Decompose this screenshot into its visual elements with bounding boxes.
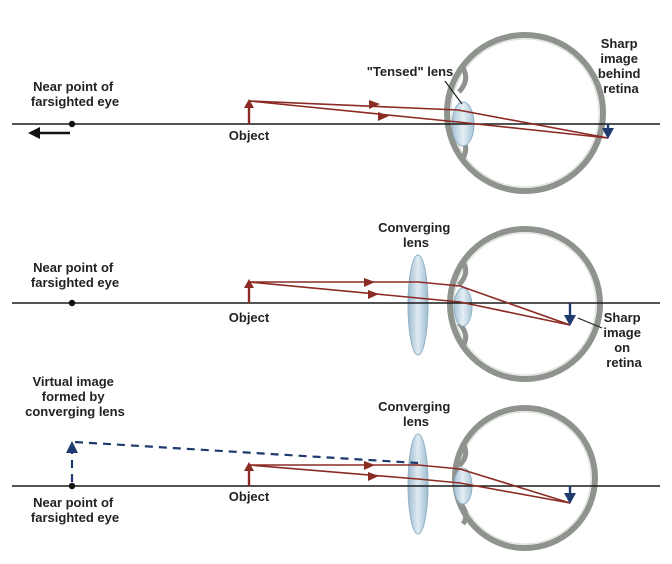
ray-arrow-icon <box>364 461 375 470</box>
image-arrowhead-icon <box>564 315 576 326</box>
eye <box>452 405 598 551</box>
ray-arrow-icon <box>368 472 379 481</box>
near-point-label: Near point of farsighted eye <box>31 79 119 109</box>
ray-bottom <box>248 100 609 139</box>
object-label: Object <box>229 489 270 504</box>
near-point-dot <box>68 120 76 128</box>
near-point-dot <box>68 299 76 307</box>
eye <box>444 32 606 194</box>
lens-label-pointer <box>444 80 463 105</box>
object-arrowhead-icon <box>244 462 254 471</box>
ray-arrow-icon <box>368 290 379 299</box>
ray-bottom <box>248 281 571 326</box>
ray-top <box>249 281 571 326</box>
converging-lens <box>407 254 429 356</box>
converging-lens-label: Converging lens <box>378 399 454 429</box>
converging-lens <box>407 433 429 535</box>
sharp-image-label: Sharp image behind retina <box>598 36 644 96</box>
ray-arrow-icon <box>378 112 389 121</box>
object-label: Object <box>229 310 270 325</box>
image-arrowhead-icon <box>564 493 576 504</box>
object-arrowhead-icon <box>244 279 254 288</box>
ray-top <box>248 100 609 139</box>
eye-lens <box>453 287 473 327</box>
virtual-image-label: Virtual image formed by converging lens <box>25 374 125 419</box>
virtual-ray-extension <box>74 440 419 465</box>
sharp-image-label: Sharp image on retina <box>603 310 644 370</box>
ray-top <box>249 464 571 504</box>
panel-3: Virtual image formed by converging lens … <box>12 374 660 551</box>
converging-lens-label: Converging lens <box>378 220 454 250</box>
ray-bottom <box>248 464 571 504</box>
ray-arrow-icon <box>364 278 375 287</box>
near-point-label: Near point of farsighted eye <box>31 495 119 525</box>
panel-2: Near point of farsighted eye Object Conv… <box>12 220 660 382</box>
ray-arrow-icon <box>369 100 380 109</box>
tensed-lens-label: "Tensed" lens <box>367 64 454 79</box>
panel-1: Near point of farsighted eye Object "Ten… <box>12 32 660 194</box>
object-arrowhead-icon <box>244 99 254 108</box>
left-arrowhead-icon <box>28 127 40 139</box>
near-point-dot <box>68 482 76 490</box>
near-point-label: Near point of farsighted eye <box>31 260 119 290</box>
image-label-pointer <box>577 317 603 329</box>
image-arrowhead-icon <box>602 128 614 139</box>
eye <box>447 226 603 382</box>
object-label: Object <box>229 128 270 143</box>
virtual-image-arrowhead-icon <box>66 441 78 453</box>
